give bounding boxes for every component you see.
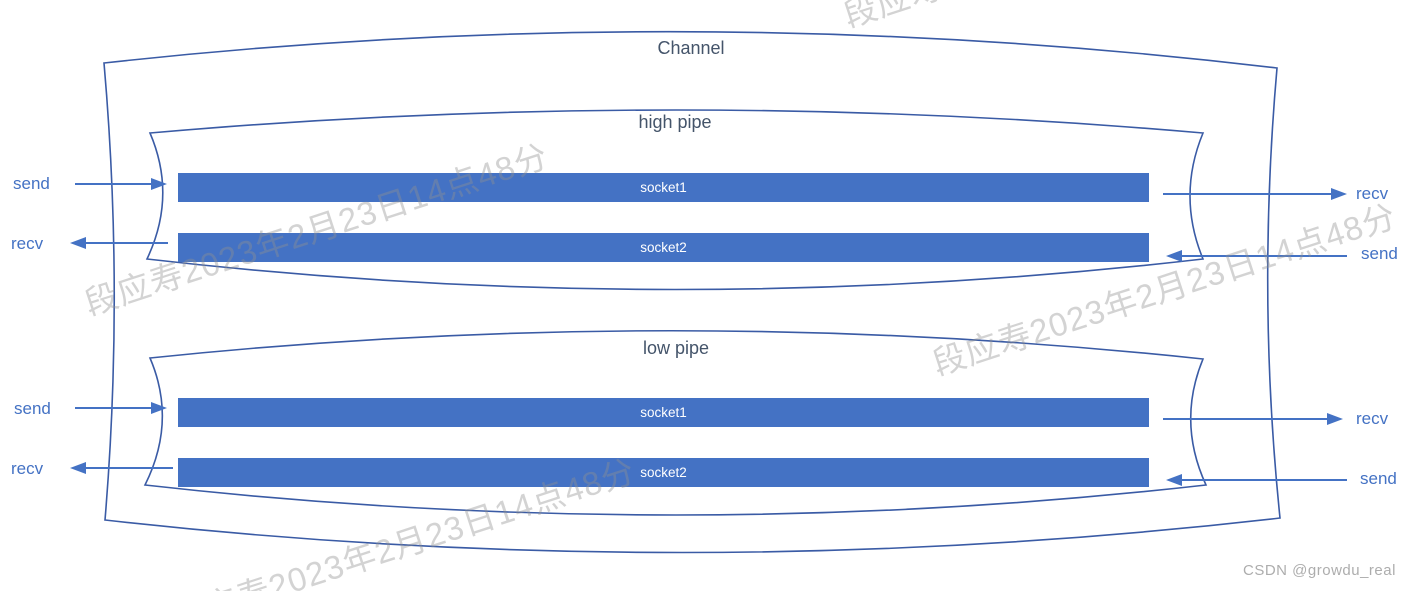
arrow-head-icon (1327, 413, 1343, 425)
low-pipe-recv-out-left-arrow (70, 462, 173, 474)
low-pipe-recv-out-right-arrow (1163, 413, 1343, 425)
high-pipe-send-left-label: send (13, 174, 50, 193)
low-pipe-send-in-arrow (75, 402, 167, 414)
high-pipe-socket1-bar (178, 173, 1149, 202)
high-pipe-socket2-label: socket2 (640, 240, 687, 255)
arrow-head-icon (70, 237, 86, 249)
high-pipe-recv-left-label: recv (11, 234, 44, 253)
low-pipe-recv-right-label: recv (1356, 409, 1389, 428)
high-pipe-shape (145, 109, 1205, 291)
high-pipe-socket1-label: socket1 (640, 180, 687, 195)
low-pipe-send-in-right-arrow (1166, 474, 1347, 486)
low-pipe-socket2-bar (178, 458, 1149, 487)
arrow-head-icon (151, 178, 167, 190)
low-pipe-shape (143, 329, 1208, 516)
low-pipe-title: low pipe (642, 338, 710, 358)
arrow-head-icon (1166, 474, 1182, 486)
low-pipe-send-left-label: send (14, 399, 51, 418)
high-pipe-recv-out-left-arrow (70, 237, 168, 249)
arrow-head-icon (1166, 250, 1182, 262)
low-pipe-socket1-bar (178, 398, 1149, 427)
high-pipe-send-right-label: send (1361, 244, 1398, 263)
high-pipe-title: high pipe (638, 112, 712, 132)
csdn-credit: CSDN @growdu_real (1243, 562, 1396, 579)
high-pipe-send-in-right-arrow (1166, 250, 1347, 262)
low-pipe-send-right-label: send (1360, 469, 1397, 488)
low-pipe-socket1-label: socket1 (640, 405, 687, 420)
high-pipe-send-in-arrow (75, 178, 167, 190)
high-pipe-socket2-bar (178, 233, 1149, 262)
arrow-head-icon (151, 402, 167, 414)
high-pipe-recv-out-right-arrow (1163, 188, 1347, 200)
high-pipe-recv-right-label: recv (1356, 184, 1389, 203)
low-pipe-socket2-label: socket2 (640, 465, 687, 480)
arrow-head-icon (1331, 188, 1347, 200)
channel-shape (103, 30, 1281, 554)
channel-title: Channel (657, 38, 725, 58)
low-pipe-recv-left-label: recv (11, 459, 44, 478)
arrow-head-icon (70, 462, 86, 474)
